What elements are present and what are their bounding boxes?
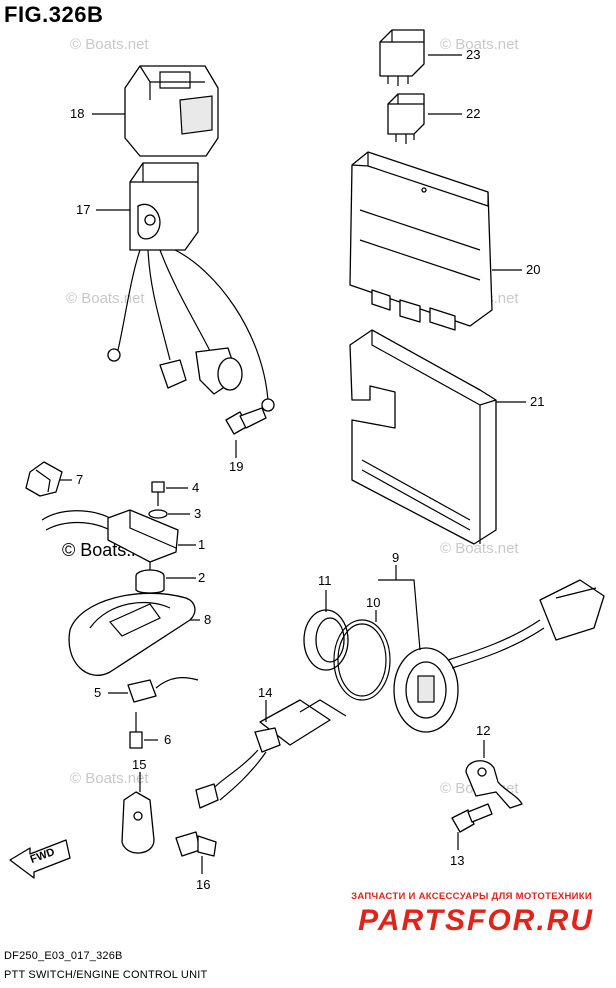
fwd-arrow xyxy=(9,839,71,879)
brand-logo: PARTSFOR.RU xyxy=(358,904,594,937)
callout-3[interactable]: 3 xyxy=(194,506,202,521)
callout-16[interactable]: 16 xyxy=(196,877,211,892)
part-3-washer xyxy=(148,509,168,519)
part-20-ecu xyxy=(349,151,493,331)
brand-tagline: ЗАПЧАСТИ И АКСЕССУАРЫ ДЛЯ МОТОТЕХНИКИ xyxy=(351,891,592,902)
callout-4[interactable]: 4 xyxy=(192,480,200,495)
part-22-relay xyxy=(387,93,425,144)
part-13-bolt xyxy=(451,803,493,833)
callout-18[interactable]: 18 xyxy=(70,106,85,121)
callout-6[interactable]: 6 xyxy=(164,732,172,747)
callout-17[interactable]: 17 xyxy=(76,202,91,217)
callout-13[interactable]: 13 xyxy=(450,853,465,868)
part-6-bolt xyxy=(129,712,143,749)
callout-15[interactable]: 15 xyxy=(132,757,147,772)
figure-title: FIG.326B xyxy=(4,2,104,27)
part-10-oring xyxy=(333,619,391,701)
callout-10[interactable]: 10 xyxy=(366,595,381,610)
callout-11[interactable]: 11 xyxy=(318,573,332,588)
callout-2[interactable]: 2 xyxy=(198,570,206,585)
callout-8[interactable]: 8 xyxy=(204,612,212,627)
part-9-switch xyxy=(393,579,605,733)
part-15-clamp xyxy=(121,791,155,854)
watermark: © Boats.net xyxy=(440,540,519,557)
part-21-cover xyxy=(349,329,497,545)
callout-20[interactable]: 20 xyxy=(526,262,541,277)
part-7-clip xyxy=(25,461,63,497)
part-16-bolt xyxy=(175,831,217,857)
part-12-clamp xyxy=(465,760,523,809)
callout-5[interactable]: 5 xyxy=(94,685,102,700)
part-23-relay xyxy=(379,29,425,86)
part-2-screw xyxy=(135,562,165,594)
watermark: © Boats.net xyxy=(66,290,145,307)
part-18-cover xyxy=(124,65,219,157)
figure-caption: PTT SWITCH/ENGINE CONTROL UNIT xyxy=(4,969,208,981)
part-14-harness xyxy=(195,699,347,809)
part-11-ring xyxy=(303,609,349,671)
watermark: © Boats.net xyxy=(440,36,519,53)
callout-12[interactable]: 12 xyxy=(476,723,491,738)
watermark: © Boats.net xyxy=(70,36,149,53)
part-8-housing xyxy=(68,592,196,676)
callout-14[interactable]: 14 xyxy=(258,685,273,700)
part-1-switch xyxy=(41,509,179,563)
part-5-sensor xyxy=(127,677,199,703)
callout-1[interactable]: 1 xyxy=(198,537,206,552)
part-4-screw xyxy=(151,481,165,506)
callout-19[interactable]: 19 xyxy=(229,459,244,474)
part-19-bolt xyxy=(225,407,267,458)
callout-23[interactable]: 23 xyxy=(466,47,481,62)
watermark: © Boats.net xyxy=(70,770,149,787)
callout-7[interactable]: 7 xyxy=(76,472,84,487)
callout-9[interactable]: 9 xyxy=(392,550,400,565)
callout-22[interactable]: 22 xyxy=(466,106,481,121)
model-code: DF250_E03_017_326B xyxy=(4,950,123,962)
part-17-module xyxy=(107,162,275,412)
callout-21[interactable]: 21 xyxy=(530,394,545,409)
